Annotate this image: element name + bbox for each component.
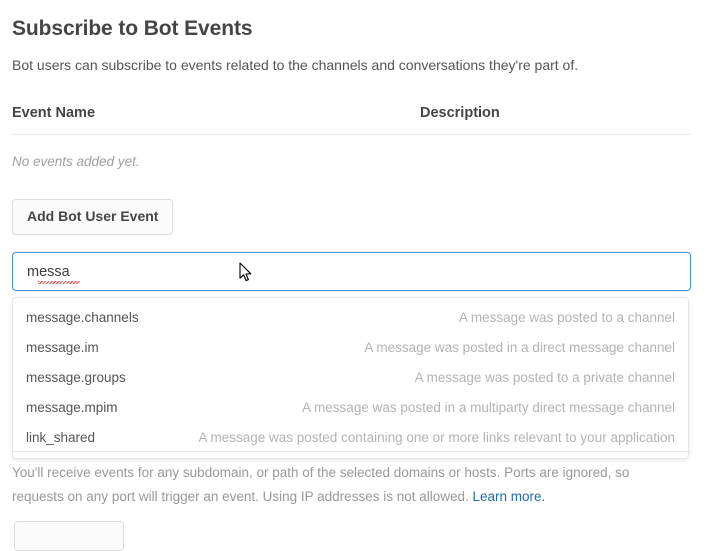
list-item[interactable]: message.groups A message was posted to a… xyxy=(13,362,688,392)
option-event-name: message.mpim xyxy=(26,399,118,415)
column-header-description: Description xyxy=(420,105,500,121)
footer-note: You'll receive events for any subdomain,… xyxy=(12,461,680,509)
event-search-input[interactable] xyxy=(12,252,691,291)
option-event-name: message.im xyxy=(26,339,99,355)
option-event-description: A message was posted containing one or m… xyxy=(198,429,675,445)
add-bot-user-event-button[interactable]: Add Bot User Event xyxy=(12,199,174,235)
list-item[interactable]: message.channels A message was posted to… xyxy=(13,302,688,332)
footer-divider xyxy=(12,451,691,452)
footer-partial-button[interactable] xyxy=(14,521,124,551)
list-item[interactable]: message.im A message was posted in a dir… xyxy=(13,332,688,362)
event-suggestions-dropdown[interactable]: message.channels A message was posted to… xyxy=(12,297,689,459)
option-event-name: message.channels xyxy=(26,309,139,325)
column-header-event-name: Event Name xyxy=(12,105,96,121)
subscribe-to-bot-events-page: Subscribe to Bot Events Bot users can su… xyxy=(12,17,691,459)
option-event-description: A message was posted to a private channe… xyxy=(414,369,675,385)
learn-more-link[interactable]: Learn more. xyxy=(472,489,546,504)
list-item[interactable]: link_shared A message was posted contain… xyxy=(13,422,688,452)
events-table: Event Name Description No events added y… xyxy=(12,105,691,171)
option-event-description: A message was posted in a direct message… xyxy=(364,339,675,355)
footer-note-text: You'll receive events for any subdomain,… xyxy=(12,465,630,504)
option-event-description: A message was posted in a multiparty dir… xyxy=(302,399,675,415)
events-table-empty-state: No events added yet. xyxy=(12,154,140,169)
event-search-combobox: message.channels A message was posted to… xyxy=(12,252,691,459)
events-table-header-row: Event Name Description xyxy=(12,105,691,135)
list-item[interactable]: message.mpim A message was posted in a m… xyxy=(13,392,688,422)
option-event-description: A message was posted to a channel xyxy=(458,309,675,325)
option-event-name: message.groups xyxy=(26,369,126,385)
page-subtitle: Bot users can subscribe to events relate… xyxy=(12,57,579,73)
page-title: Subscribe to Bot Events xyxy=(12,17,253,40)
option-event-name: link_shared xyxy=(26,429,96,445)
